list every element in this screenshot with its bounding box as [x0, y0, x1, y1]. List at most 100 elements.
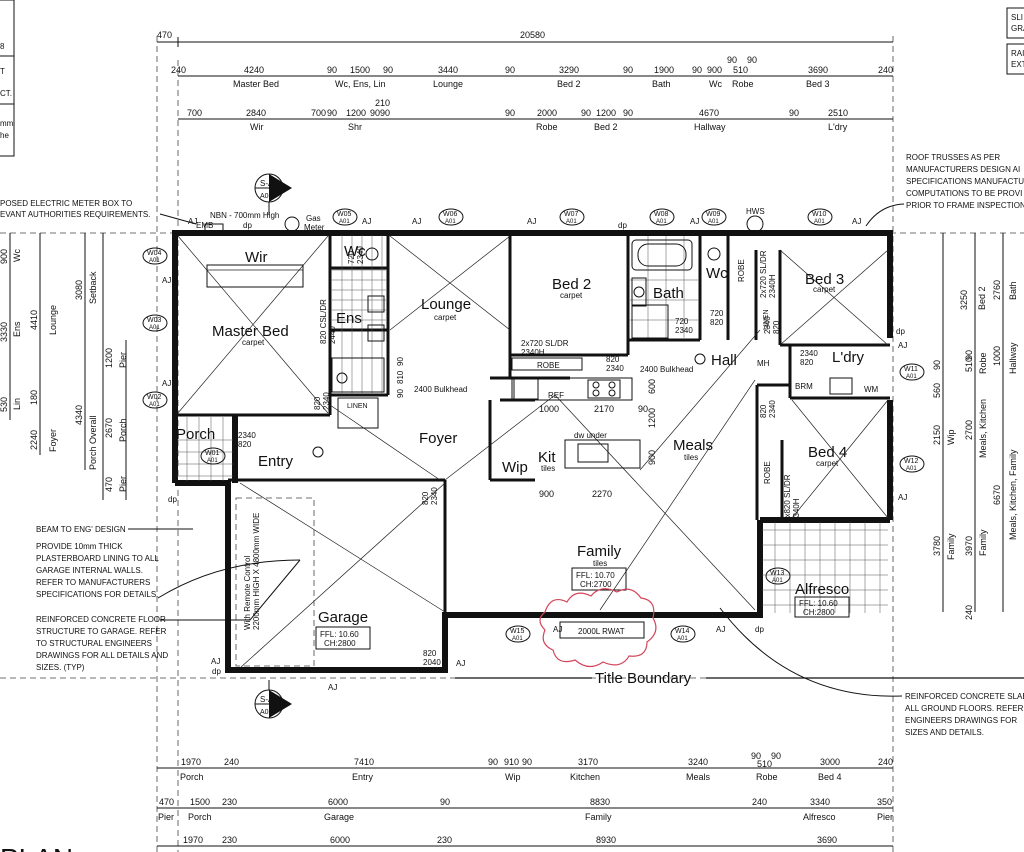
- dim-bot-r1-7: 3240: [688, 757, 708, 767]
- dim-bot-r2-6: 240: [752, 797, 767, 807]
- dim-bot-r2-8l: Pier: [877, 812, 893, 822]
- dp-label-3: dp: [896, 327, 905, 336]
- dim-left-o0l: Wc: [12, 249, 22, 262]
- kitchen-bench: [511, 377, 633, 401]
- dim-top-r2-10: 90: [623, 108, 633, 118]
- svg-text:W05: W05: [337, 211, 352, 218]
- dim-left-m1: 180: [29, 390, 39, 405]
- svg-text:A01: A01: [906, 466, 917, 472]
- dim-right-c2-2: 2700: [964, 420, 974, 440]
- dim-left-m2: 2240: [29, 430, 39, 450]
- dim-top-r1-10: 90: [692, 65, 702, 75]
- room-kit-name: Kit: [538, 449, 556, 466]
- dim-top-r1-11l: Wc: [709, 79, 722, 89]
- dim-bot-r3-5: 3690: [817, 835, 837, 845]
- linen-cupboard: [337, 397, 379, 429]
- dim-top-r1-5: 3440: [438, 65, 458, 75]
- note-plasterboard-5: SPECIFICATIONS FOR DETAILS.: [36, 590, 158, 599]
- room-lounge-name: Lounge: [421, 296, 471, 313]
- dim-right-c3-0: 2760: [992, 280, 1002, 300]
- dim-bot-r1-10: 3000: [820, 757, 840, 767]
- aj-label-12: AJ: [456, 659, 465, 668]
- dim-bot-r2-4: 90: [440, 797, 450, 807]
- dim-right-c3-2: 6670: [992, 485, 1002, 505]
- cooktop: [587, 379, 621, 399]
- dim-top-r1-12l: Robe: [732, 79, 754, 89]
- dim-left-m2l: Foyer: [48, 429, 58, 452]
- ch-family: CH:2700: [580, 580, 612, 589]
- dim-bot-r1-4: 910: [504, 757, 519, 767]
- section-marker-top: S-A A05: [254, 173, 292, 215]
- dim-left-o2l: Lin: [12, 398, 22, 410]
- corner-note-left-4: mm: [0, 119, 14, 128]
- svg-text:S-A: S-A: [260, 179, 274, 188]
- robe-label-bed2: ROBE: [537, 361, 560, 370]
- dim-top-r1-x2: 90: [747, 55, 757, 65]
- dim-bot-r2-0l: Pier: [158, 812, 174, 822]
- dim-top-r1-8: 90: [623, 65, 633, 75]
- rwat-label: 2000L RWAT: [578, 627, 625, 636]
- corner-note-left-2: T: [0, 67, 5, 76]
- meter-box: [204, 223, 224, 234]
- rainwater-tank: 2000L RWAT: [539, 588, 657, 668]
- tiled-areas: [177, 235, 888, 613]
- dim-right-small-1: 90: [932, 360, 942, 370]
- ch-alfresco: CH:2800: [803, 608, 835, 617]
- dim-top-r1-1: 4240: [244, 65, 264, 75]
- corner-note-right-1: SLI: [1011, 13, 1023, 22]
- note-slab-4: SIZES AND DETAILS.: [905, 728, 984, 737]
- svg-text:W06: W06: [443, 211, 458, 218]
- dim-top-r2-3: 90: [327, 108, 337, 118]
- aj-label-15: AJ: [716, 625, 725, 634]
- dim-left-porch-overall: 4340: [74, 405, 84, 425]
- dim-left-p2: 470: [104, 477, 114, 492]
- bathtub: [631, 239, 693, 271]
- svg-text:W07: W07: [564, 211, 579, 218]
- right-title-block-fragment: SLI GRA RAI EXT: [1006, 7, 1024, 75]
- dp-label-4: dp: [168, 495, 177, 504]
- room-meals-finish: tiles: [684, 453, 698, 462]
- room-wc1-name: Wc: [344, 243, 366, 260]
- note-roof-1: ROOF TRUSSES AS PER: [906, 153, 1000, 162]
- gas-label: Gas: [306, 214, 321, 223]
- note-roof-4: COMPUTATIONS TO BE PROVI: [906, 189, 1022, 198]
- bed3-slider-label: 2x720 SL/DR2340H: [759, 250, 777, 298]
- corner-note-right-3: RAI: [1011, 49, 1024, 58]
- ens-small-1: 810: [396, 370, 405, 384]
- dp-label-1: dp: [243, 221, 252, 230]
- hws-label: HWS: [746, 207, 765, 216]
- note-meter-box-1: POSED ELECTRIC METER BOX TO: [0, 199, 132, 208]
- kit-dim-1: 2170: [594, 404, 614, 414]
- room-kit-finish: tiles: [541, 464, 555, 473]
- dim-top-r1-0: 240: [171, 65, 186, 75]
- svg-text:W02: W02: [147, 394, 162, 401]
- room-bed2-finish: carpet: [560, 291, 583, 300]
- kitchen-sink: [577, 443, 609, 463]
- kit-dim-6: 1200: [647, 408, 657, 428]
- dim-top-r2-13: 2510: [828, 108, 848, 118]
- dim-top-r1-7: 3290: [559, 65, 579, 75]
- room-garage-name: Garage: [318, 609, 368, 626]
- note-roof-5: PRIOR TO FRAME INSPECTION: [906, 201, 1024, 210]
- svg-text:W12: W12: [904, 458, 919, 465]
- dim-right-c2-1l: Robe: [978, 352, 988, 374]
- ens-vanity-2: [367, 324, 385, 342]
- room-porch-name: Porch: [176, 426, 215, 443]
- note-beam: BEAM TO ENG' DESIGN: [36, 525, 126, 534]
- svg-text:A01: A01: [339, 219, 350, 225]
- dim-top-r2-0: 700: [187, 108, 202, 118]
- dim-bot-r1-6l: Kitchen: [570, 772, 600, 782]
- lounge-door-label: 8202340: [313, 392, 331, 410]
- dp-label-6: dp: [755, 625, 764, 634]
- room-entry-name: Entry: [258, 453, 294, 470]
- room-bed4-name: Bed 4: [808, 444, 847, 461]
- dim-top-r2-8: 90: [581, 108, 591, 118]
- note-plasterboard-3: GARAGE INTERNAL WALLS.: [36, 566, 143, 575]
- dim-bot-r2-3l: Garage: [324, 812, 354, 822]
- bath-vanity: [631, 277, 647, 307]
- porch-tiles: [177, 417, 233, 481]
- dim-bot-r1-8: 510: [757, 759, 772, 769]
- dim-left-p0l: Pier: [118, 352, 128, 368]
